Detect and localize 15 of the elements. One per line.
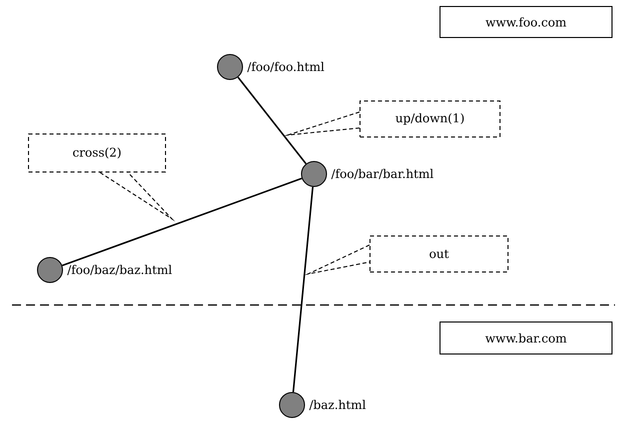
link-line bbox=[62, 178, 302, 266]
leader-line bbox=[304, 244, 370, 276]
domain-box: www.bar.com bbox=[440, 322, 612, 354]
callout-box: up/down(1) bbox=[360, 100, 500, 138]
callout-box: out bbox=[370, 236, 508, 272]
leader-line bbox=[100, 172, 176, 222]
page-label: /baz.html bbox=[309, 400, 366, 410]
leader-line bbox=[283, 112, 360, 136]
domain-box: www.foo.com bbox=[440, 6, 612, 38]
page-label: /foo/baz/baz.html bbox=[67, 264, 172, 276]
callout-box: cross(2) bbox=[28, 134, 166, 172]
link-line bbox=[292, 186, 314, 392]
page-label: /foo/bar/bar.html bbox=[331, 168, 434, 180]
link-line bbox=[237, 76, 307, 164]
page-label: /foo/foo.html bbox=[247, 62, 324, 72]
